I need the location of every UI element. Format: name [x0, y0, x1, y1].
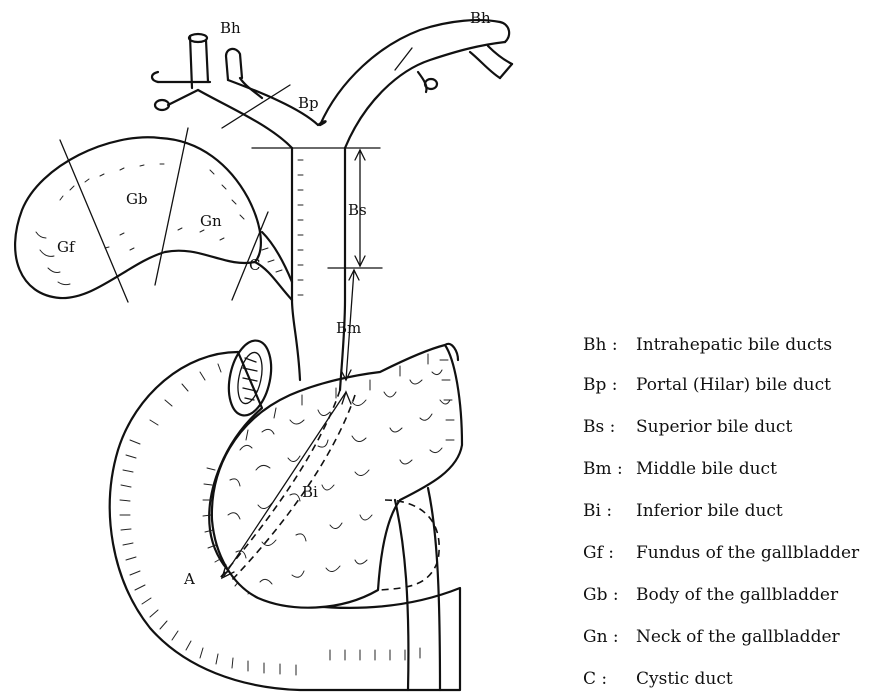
- legend-text: Body of the gallbladder: [636, 585, 839, 605]
- label-c: C: [249, 256, 260, 274]
- label-a: A: [183, 570, 195, 588]
- legend-item: Gf : Fundus of the gallbladder: [583, 543, 860, 563]
- label-bs: Bs: [348, 201, 367, 219]
- label-bh-right: Bh: [470, 9, 491, 27]
- legend-abbr: Bm :: [583, 459, 623, 479]
- intrahepatic-bile-ducts: [152, 20, 512, 148]
- label-bh-left: Bh: [220, 19, 241, 37]
- legend-text: Middle bile duct: [636, 459, 777, 479]
- legend-item: Bh : Intrahepatic bile ducts: [583, 335, 832, 355]
- gallbladder: [15, 137, 292, 300]
- label-bp: Bp: [298, 94, 319, 112]
- legend-item: Bp : Portal (Hilar) bile duct: [583, 375, 831, 395]
- legend-text: Intrahepatic bile ducts: [636, 335, 832, 355]
- legend-text: Cystic duct: [636, 669, 733, 689]
- legend-item: C : Cystic duct: [583, 669, 733, 689]
- legend-abbr: Bi :: [583, 501, 612, 521]
- legend-abbr: Gf :: [583, 543, 614, 563]
- legend-text: Portal (Hilar) bile duct: [636, 375, 831, 395]
- legend-abbr: Gb :: [583, 585, 619, 605]
- label-gf: Gf: [57, 238, 76, 256]
- legend-abbr: Gn :: [583, 627, 619, 647]
- label-bi: Bi: [302, 483, 318, 501]
- legend-abbr: C :: [583, 669, 607, 689]
- legend-abbr: Bp :: [583, 375, 618, 395]
- legend-item: Bi : Inferior bile duct: [583, 501, 783, 521]
- legend-text: Superior bile duct: [636, 417, 792, 437]
- legend-text: Inferior bile duct: [636, 501, 783, 521]
- legend-item: Gb : Body of the gallbladder: [583, 585, 839, 605]
- legend-item: Bs : Superior bile duct: [583, 417, 792, 437]
- legend-item: Gn : Neck of the gallbladder: [583, 627, 841, 647]
- label-gn: Gn: [200, 212, 222, 230]
- legend: Bh : Intrahepatic bile ducts Bp : Portal…: [583, 335, 860, 689]
- legend-text: Fundus of the gallbladder: [636, 543, 860, 563]
- label-gb: Gb: [126, 190, 148, 208]
- label-bm: Bm: [336, 319, 361, 337]
- legend-abbr: Bs :: [583, 417, 615, 437]
- legend-item: Bm : Middle bile duct: [583, 459, 777, 479]
- legend-text: Neck of the gallbladder: [636, 627, 841, 647]
- legend-abbr: Bh :: [583, 335, 618, 355]
